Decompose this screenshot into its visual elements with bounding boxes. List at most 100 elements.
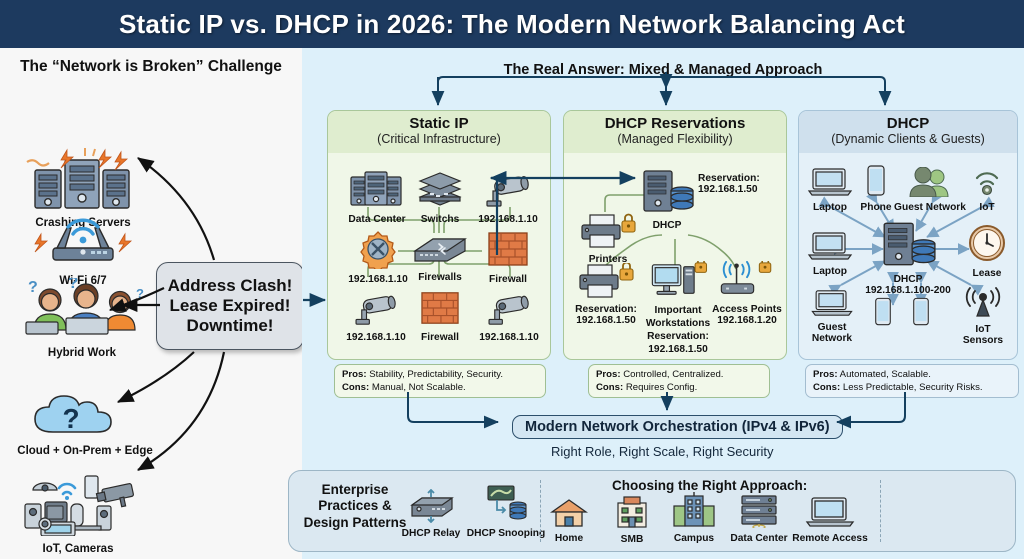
pros-text: Controlled, Centralized. bbox=[620, 369, 724, 380]
strip-divider bbox=[540, 480, 541, 542]
challenge-item-hybrid: ? ? ? Hybrid Work bbox=[12, 273, 152, 359]
lock-icon bbox=[619, 261, 634, 281]
card-heading: Static IP bbox=[409, 115, 469, 132]
bottom-item-data-center: Data Center bbox=[726, 494, 792, 544]
pros-text: Automated, Scalable. bbox=[837, 369, 931, 380]
node-label: Access Points 192.168.1.20 bbox=[712, 304, 782, 326]
dhcp-node-phone-2 bbox=[873, 297, 897, 332]
node-label: Printers bbox=[588, 254, 628, 265]
hybrid-workers-icon: ? ? ? bbox=[25, 273, 144, 335]
users-icon bbox=[909, 166, 949, 198]
card-dhcp-reservations[interactable]: DHCP Reservations (Managed Flexibility) bbox=[563, 110, 787, 360]
switch-stack-icon bbox=[418, 172, 462, 206]
challenge-item-cloud: ? Cloud + On-Prem + Edge bbox=[10, 390, 160, 457]
clock-icon bbox=[969, 225, 1005, 261]
card-subheading: (Managed Flexibility) bbox=[617, 132, 733, 147]
camera-icon bbox=[486, 176, 529, 207]
phone-icon bbox=[867, 165, 885, 196]
bottom-item-label: Remote Access bbox=[792, 533, 868, 544]
node-label: DHCP bbox=[652, 220, 682, 231]
lock-icon bbox=[758, 256, 772, 273]
cons-label: Cons: bbox=[813, 382, 841, 394]
cons-text: Manual, Not Scalable. bbox=[369, 382, 466, 394]
page-title-bar: Static IP vs. DHCP in 2026: The Modern N… bbox=[0, 0, 1024, 48]
workstation-lock-icon bbox=[651, 256, 708, 295]
bottom-item-home: Home bbox=[546, 498, 592, 544]
servers-icon bbox=[350, 171, 402, 206]
dhcp-node-laptop-1: Laptop bbox=[803, 167, 857, 213]
switch-icon bbox=[413, 238, 467, 262]
dhcp-node-iot: IoT bbox=[963, 165, 1011, 213]
printer-lock-icon bbox=[581, 213, 636, 248]
card-heading: DHCP Reservations bbox=[604, 115, 746, 132]
bottom-item-label: DHCP Relay bbox=[401, 528, 461, 539]
static-node-camera-2: 192.168.1.10 bbox=[336, 289, 416, 343]
challenge-item-servers: Crashing Servers bbox=[18, 148, 148, 229]
pros-label: Pros: bbox=[813, 369, 838, 380]
node-label: Lease bbox=[972, 268, 1002, 279]
snooping-icon bbox=[487, 485, 527, 520]
node-label: 192.168.1.10 bbox=[479, 332, 539, 343]
challenge-item-label: Crashing Servers bbox=[35, 217, 131, 229]
bottom-item-label: Data Center bbox=[730, 533, 788, 544]
dhcp-node-iot-sensors: IoT Sensors bbox=[954, 287, 1012, 346]
static-node-switches: Switchs bbox=[410, 169, 470, 225]
servers-icon bbox=[26, 148, 130, 209]
reservation-node-workstations: Important Workstations Reservation: 192.… bbox=[643, 256, 713, 356]
reservation-note-top: Reservation: 192.168.1.50 bbox=[698, 173, 782, 195]
pros-label: Pros: bbox=[342, 369, 367, 380]
svg-text:?: ? bbox=[68, 278, 78, 292]
bottom-item-label: SMB bbox=[620, 534, 644, 545]
dhcp-server-icon bbox=[643, 170, 694, 212]
dhcp-server-icon bbox=[883, 222, 936, 266]
reservation-node-printers: Printers bbox=[574, 213, 642, 265]
challenge-item-label: Wi-Fi 6/7 bbox=[59, 275, 107, 287]
dhcp-node-phone-3 bbox=[911, 297, 935, 332]
choosing-approach-title: Choosing the Right Approach: bbox=[612, 478, 808, 493]
dhcp-node-lease: Lease bbox=[962, 223, 1012, 279]
dhcp-node-phone: Phone bbox=[857, 165, 895, 213]
node-label: Laptop bbox=[813, 202, 847, 213]
node-label: Data Center bbox=[348, 214, 406, 225]
laptop-icon bbox=[807, 168, 853, 196]
dhcp-node-server: DHCP 192.168.1.100-200 bbox=[861, 221, 955, 296]
card-dhcp-header: DHCP (Dynamic Clients & Guests) bbox=[799, 111, 1017, 153]
dhcp-node-guest-network: Guest Network bbox=[892, 166, 968, 213]
reservation-node-printer-reserved: Reservation: 192.168.1.50 bbox=[566, 261, 646, 326]
iot-icon bbox=[975, 172, 999, 196]
static-node-firewalls-switch: Firewalls bbox=[407, 231, 473, 283]
strip-divider-right bbox=[880, 480, 881, 542]
relay-icon bbox=[410, 488, 454, 524]
bottom-item-campus: Campus bbox=[666, 492, 722, 544]
orchestration-banner[interactable]: Modern Network Orchestration (IPv4 & IPv… bbox=[512, 415, 843, 439]
dhcp-proscons: Pros: Automated, Scalable. Cons: Less Pr… bbox=[805, 364, 1019, 399]
cons-text: Requires Config. bbox=[623, 382, 698, 394]
node-label: 192.168.1.10 bbox=[478, 214, 538, 225]
card-dhcp[interactable]: DHCP (Dynamic Clients & Guests) bbox=[798, 110, 1018, 360]
challenge-item-label: Cloud + On-Prem + Edge bbox=[17, 445, 153, 457]
dhcp-connections bbox=[818, 190, 995, 306]
sensor-icon bbox=[965, 287, 1001, 317]
gear-icon bbox=[360, 231, 396, 273]
static-node-camera-3: 192.168.1.10 bbox=[470, 289, 548, 343]
node-label: Reservation: 192.168.1.50 bbox=[698, 173, 760, 195]
printer-lock-icon bbox=[579, 261, 634, 298]
wifi-router-icon bbox=[34, 218, 133, 261]
node-label: Switchs bbox=[420, 214, 460, 225]
cons-label: Cons: bbox=[342, 382, 370, 394]
brick-wall-icon bbox=[421, 292, 459, 324]
node-label: Firewalls bbox=[418, 272, 462, 283]
solution-title: The Real Answer: Mixed & Managed Approac… bbox=[503, 62, 823, 78]
pros-label: Pros: bbox=[596, 369, 621, 380]
access-point-lock-icon bbox=[720, 256, 772, 294]
node-label: Guest Network bbox=[894, 202, 966, 213]
node-label: Important Workstations Reservation: 192.… bbox=[645, 305, 711, 356]
dhcp-reservations-proscons: Pros: Controlled, Centralized. Cons: Req… bbox=[588, 364, 770, 399]
card-heading: DHCP bbox=[886, 115, 930, 132]
card-static-ip[interactable]: Static IP (Critical Infrastructure) bbox=[327, 110, 551, 360]
camera-icon bbox=[355, 295, 396, 325]
node-label: 192.168.1.10 bbox=[348, 274, 408, 285]
laptop-icon bbox=[805, 497, 855, 527]
static-ip-proscons: Pros: Stability, Predictability, Securit… bbox=[334, 364, 546, 399]
